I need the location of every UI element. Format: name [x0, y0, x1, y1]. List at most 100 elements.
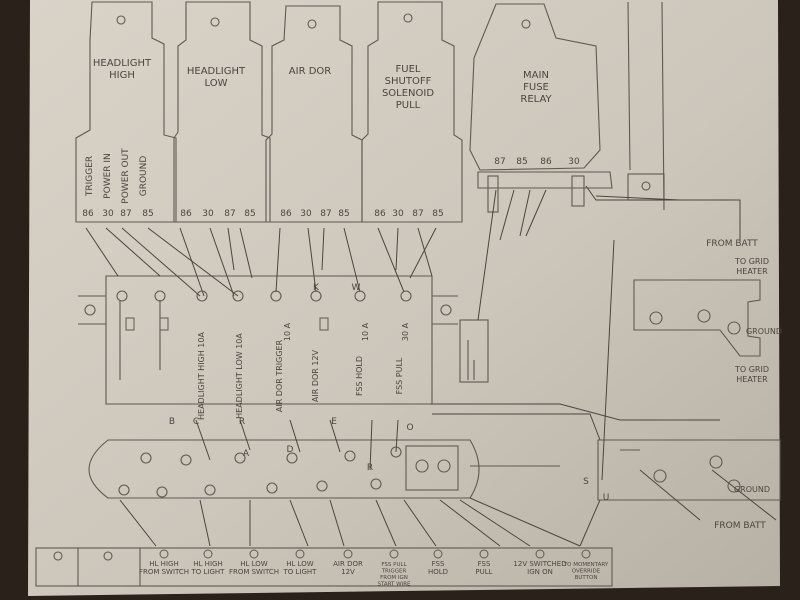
terminal-screw — [204, 484, 216, 496]
fuse-label: AIR DOR 12V — [311, 349, 320, 402]
connector-screw — [343, 549, 353, 559]
connector-screw — [581, 549, 591, 559]
relay-title-line: AIR DOR — [289, 66, 331, 77]
terminal-screw — [286, 452, 298, 464]
wire-letter: C — [193, 417, 199, 427]
connector-screw — [159, 549, 169, 559]
relay-pin-number: 30 — [568, 157, 580, 167]
heater-terminal — [709, 455, 723, 469]
relay-pin-number: 86 — [180, 209, 192, 219]
grid-heater-block — [597, 279, 781, 501]
connector-screw — [203, 549, 213, 559]
wire-letter: S — [583, 477, 589, 487]
wire-letter: R — [239, 417, 245, 427]
paper-sheet — [28, 0, 780, 596]
connector-label: 12V — [341, 568, 355, 576]
relay-pin-number: 87 — [120, 209, 131, 219]
label-to-grid-heater: HEATER — [736, 267, 768, 276]
connector-label: FSS — [432, 560, 445, 568]
fuse-rating: 30 A — [401, 322, 410, 341]
wire-letter: U — [603, 493, 610, 503]
relay-pin-function: GROUND — [139, 156, 149, 197]
connector-label: HL HIGH — [193, 560, 222, 568]
fuse-slot — [319, 317, 329, 331]
heater-terminal — [649, 311, 663, 325]
label-to-grid-heater: HEATER — [736, 375, 768, 384]
relay-pin-number: 85 — [516, 157, 527, 167]
connector-screw — [249, 549, 259, 559]
relay-pin-number: 85 — [432, 209, 443, 219]
relay-title-line: PULL — [396, 100, 421, 111]
terminal-screw — [370, 478, 382, 490]
fuse-screw — [354, 290, 366, 302]
connector-label: START WIRE — [377, 582, 411, 588]
relay-pin-number: 30 — [202, 209, 214, 219]
relay-title-line: HEADLIGHT — [187, 66, 246, 77]
fuse-screw — [310, 290, 322, 302]
wire-letter: O — [406, 423, 413, 433]
connector-label: FROM SWITCH — [229, 568, 279, 576]
heater-terminal — [437, 459, 451, 473]
connector-label: FROM SWITCH — [139, 568, 189, 576]
relay-title-line: HEADLIGHT — [93, 58, 152, 69]
relay-pin-number: 85 — [244, 209, 255, 219]
connector-screw — [295, 549, 305, 559]
relay-pins: 86 30 87 85 TRIGGER POWER IN POWER OUT GROUND 86… — [82, 148, 580, 219]
terminal-screw — [316, 480, 328, 492]
connector-label: TO MOMENTARY — [563, 562, 609, 568]
connector-label: OVERRIDE — [572, 569, 601, 575]
connector-label: IGN ON — [527, 568, 553, 576]
relay-pin-function: TRIGGER — [85, 156, 95, 197]
fuse-rating: 10 A — [283, 322, 292, 341]
connector-label: TRIGGER — [381, 569, 407, 575]
relay-pin-number: 30 — [300, 209, 312, 219]
wire-letter: E — [331, 417, 337, 427]
connector-screw — [389, 549, 399, 559]
connector-label: HL LOW — [286, 560, 314, 568]
fuse-slot — [125, 317, 135, 331]
connector-label: TO LIGHT — [191, 568, 226, 576]
wire-letter: K — [313, 283, 320, 293]
terminal-screw — [156, 486, 168, 498]
fuse-screw — [116, 290, 128, 302]
connector-label: FROM IGN — [380, 575, 408, 581]
terminal-screw — [118, 484, 130, 496]
connector-label: TO LIGHT — [283, 568, 318, 576]
relay-pin-number: 30 — [102, 209, 114, 219]
heater-terminal — [697, 309, 711, 323]
fuse-label: HEADLIGHT LOW 10A — [235, 333, 244, 419]
fuse-screw — [400, 290, 412, 302]
relay-pin-function: POWER OUT — [121, 148, 131, 204]
heater-terminal — [653, 469, 667, 483]
wire-letter: B — [169, 417, 175, 427]
heater-terminal — [727, 321, 741, 335]
connector-label: HL HIGH — [149, 560, 178, 568]
relay-pin-function: POWER IN — [103, 153, 113, 199]
terminal-screw — [234, 452, 246, 464]
connector-screw — [433, 549, 443, 559]
relay-title-line: SOLENOID — [382, 88, 434, 99]
terminal-screw — [344, 450, 356, 462]
relay-pin-number: 30 — [392, 209, 404, 219]
label-from-batt: FROM BATT — [706, 239, 758, 249]
relay-pin-number: 86 — [82, 209, 94, 219]
terminal-screw — [266, 482, 278, 494]
relay-bodies — [75, 1, 665, 223]
connector-label: AIR DOR — [333, 560, 363, 568]
label-ground: GROUND — [734, 485, 770, 494]
fuse-label: AIR DOR TRIGGER — [275, 339, 284, 412]
connector-label: HL LOW — [240, 560, 268, 568]
heater-terminal — [415, 459, 429, 473]
fuse-screw — [196, 290, 208, 302]
terminal-screws — [118, 309, 741, 498]
label-to-grid-heater: TO GRID — [734, 365, 769, 374]
relay-pin-number: 87 — [320, 209, 331, 219]
fuse-label: HEADLIGHT HIGH 10A — [197, 332, 206, 420]
heater-terminal — [727, 479, 741, 493]
relay-pin-number: 87 — [412, 209, 423, 219]
